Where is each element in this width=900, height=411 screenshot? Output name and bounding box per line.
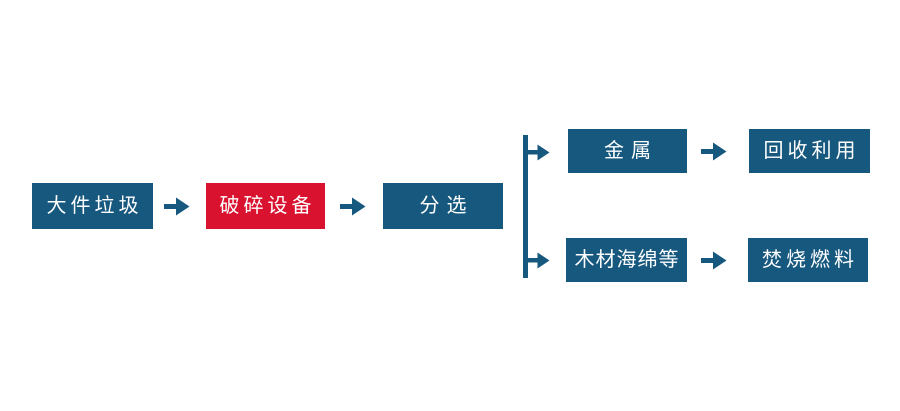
branch-arrow-bottom-icon [528,252,550,269]
node-sorting: 分选 [383,183,503,229]
right-arrow-icon [164,197,190,216]
node-metal: 金属 [568,129,687,173]
node-bulky-waste: 大件垃圾 [32,183,153,229]
right-arrow-icon [701,142,727,161]
node-wood-sponge: 木材海绵等 [566,238,687,282]
branch-arrow-top-icon [528,144,550,161]
right-arrow-icon [701,251,727,270]
node-crushing-equipment: 破碎设备 [206,183,325,229]
node-incineration-fuel: 焚烧燃料 [748,238,868,282]
branch-connector-bar [523,135,528,278]
right-arrow-icon [340,197,366,216]
node-recycling: 回收利用 [749,129,870,173]
